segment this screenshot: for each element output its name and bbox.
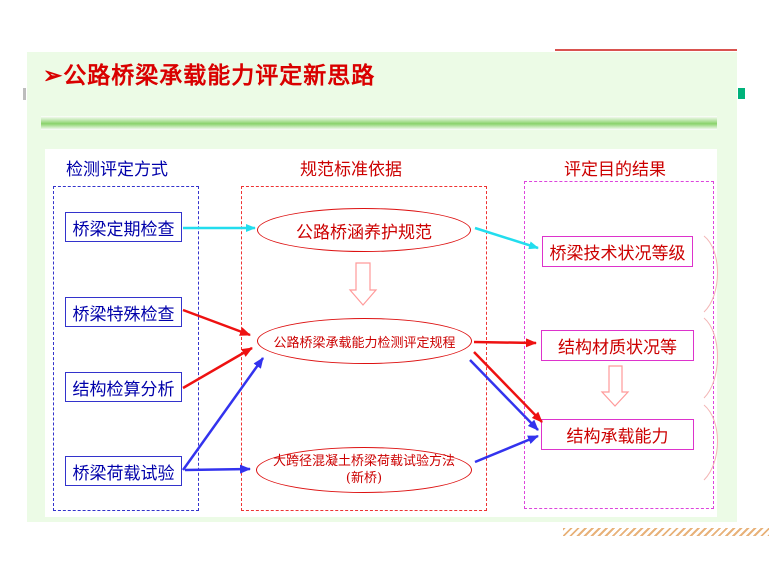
results-group [524,181,714,509]
arrow-special-to-procedure [182,308,251,337]
standard-maintenance-code: 公路桥涵养护规范 [257,208,471,252]
column-heading-methods: 检测评定方式 [66,160,168,180]
column-heading-standards: 规范标准依据 [300,160,402,180]
method-load-test: 桥梁荷载试验 [65,456,182,486]
methods-group [53,186,199,511]
title-divider [41,116,717,130]
arrow-maintenance-to-grade [474,226,539,250]
arrow-method-to-capacity [474,434,539,464]
arrow-loadtest-to-method [184,464,251,474]
standard-load-test-method: 大跨径混凝土桥梁荷载试验方法 (新桥) [256,447,472,493]
method-structural-analysis: 结构检算分析 [65,372,182,402]
result-load-capacity: 结构承载能力 [541,419,694,450]
result-technical-condition-grade: 桥梁技术状况等级 [542,236,693,267]
column-heading-results: 评定目的结果 [564,160,666,180]
method-periodic-inspection: 桥梁定期检查 [65,212,182,242]
standard-evaluation-procedure-label: 公路桥梁承载能力检测评定规程 [273,335,456,351]
decorative-zigzag [563,528,769,536]
slide-title: ➢公路桥梁承载能力评定新思路 [43,62,376,89]
hollow-arrow-results [600,365,630,407]
standard-load-test-method-line1: 大跨径混凝土桥梁荷载试验方法 [272,454,455,469]
standard-load-test-method-line2: (新桥) [345,471,383,486]
arrow-procedure-to-capacity-blue [469,359,539,431]
method-special-inspection: 桥梁特殊检查 [65,297,182,327]
standard-maintenance-code-label: 公路桥涵养护规范 [296,222,432,243]
arrow-analysis-to-procedure [182,346,253,390]
decorative-curves [703,235,718,481]
hollow-arrow-standards [348,262,378,306]
right-marker [738,88,745,99]
top-rule [555,49,737,51]
standard-evaluation-procedure: 公路桥梁承载能力检测评定规程 [257,318,472,364]
arrow-procedure-to-material [473,338,537,348]
arrow-procedure-to-capacity-red [473,351,543,423]
result-material-condition: 结构材质状况等 [541,330,694,361]
arrow-loadtest-to-procedure [181,357,265,471]
left-marker [23,88,26,100]
